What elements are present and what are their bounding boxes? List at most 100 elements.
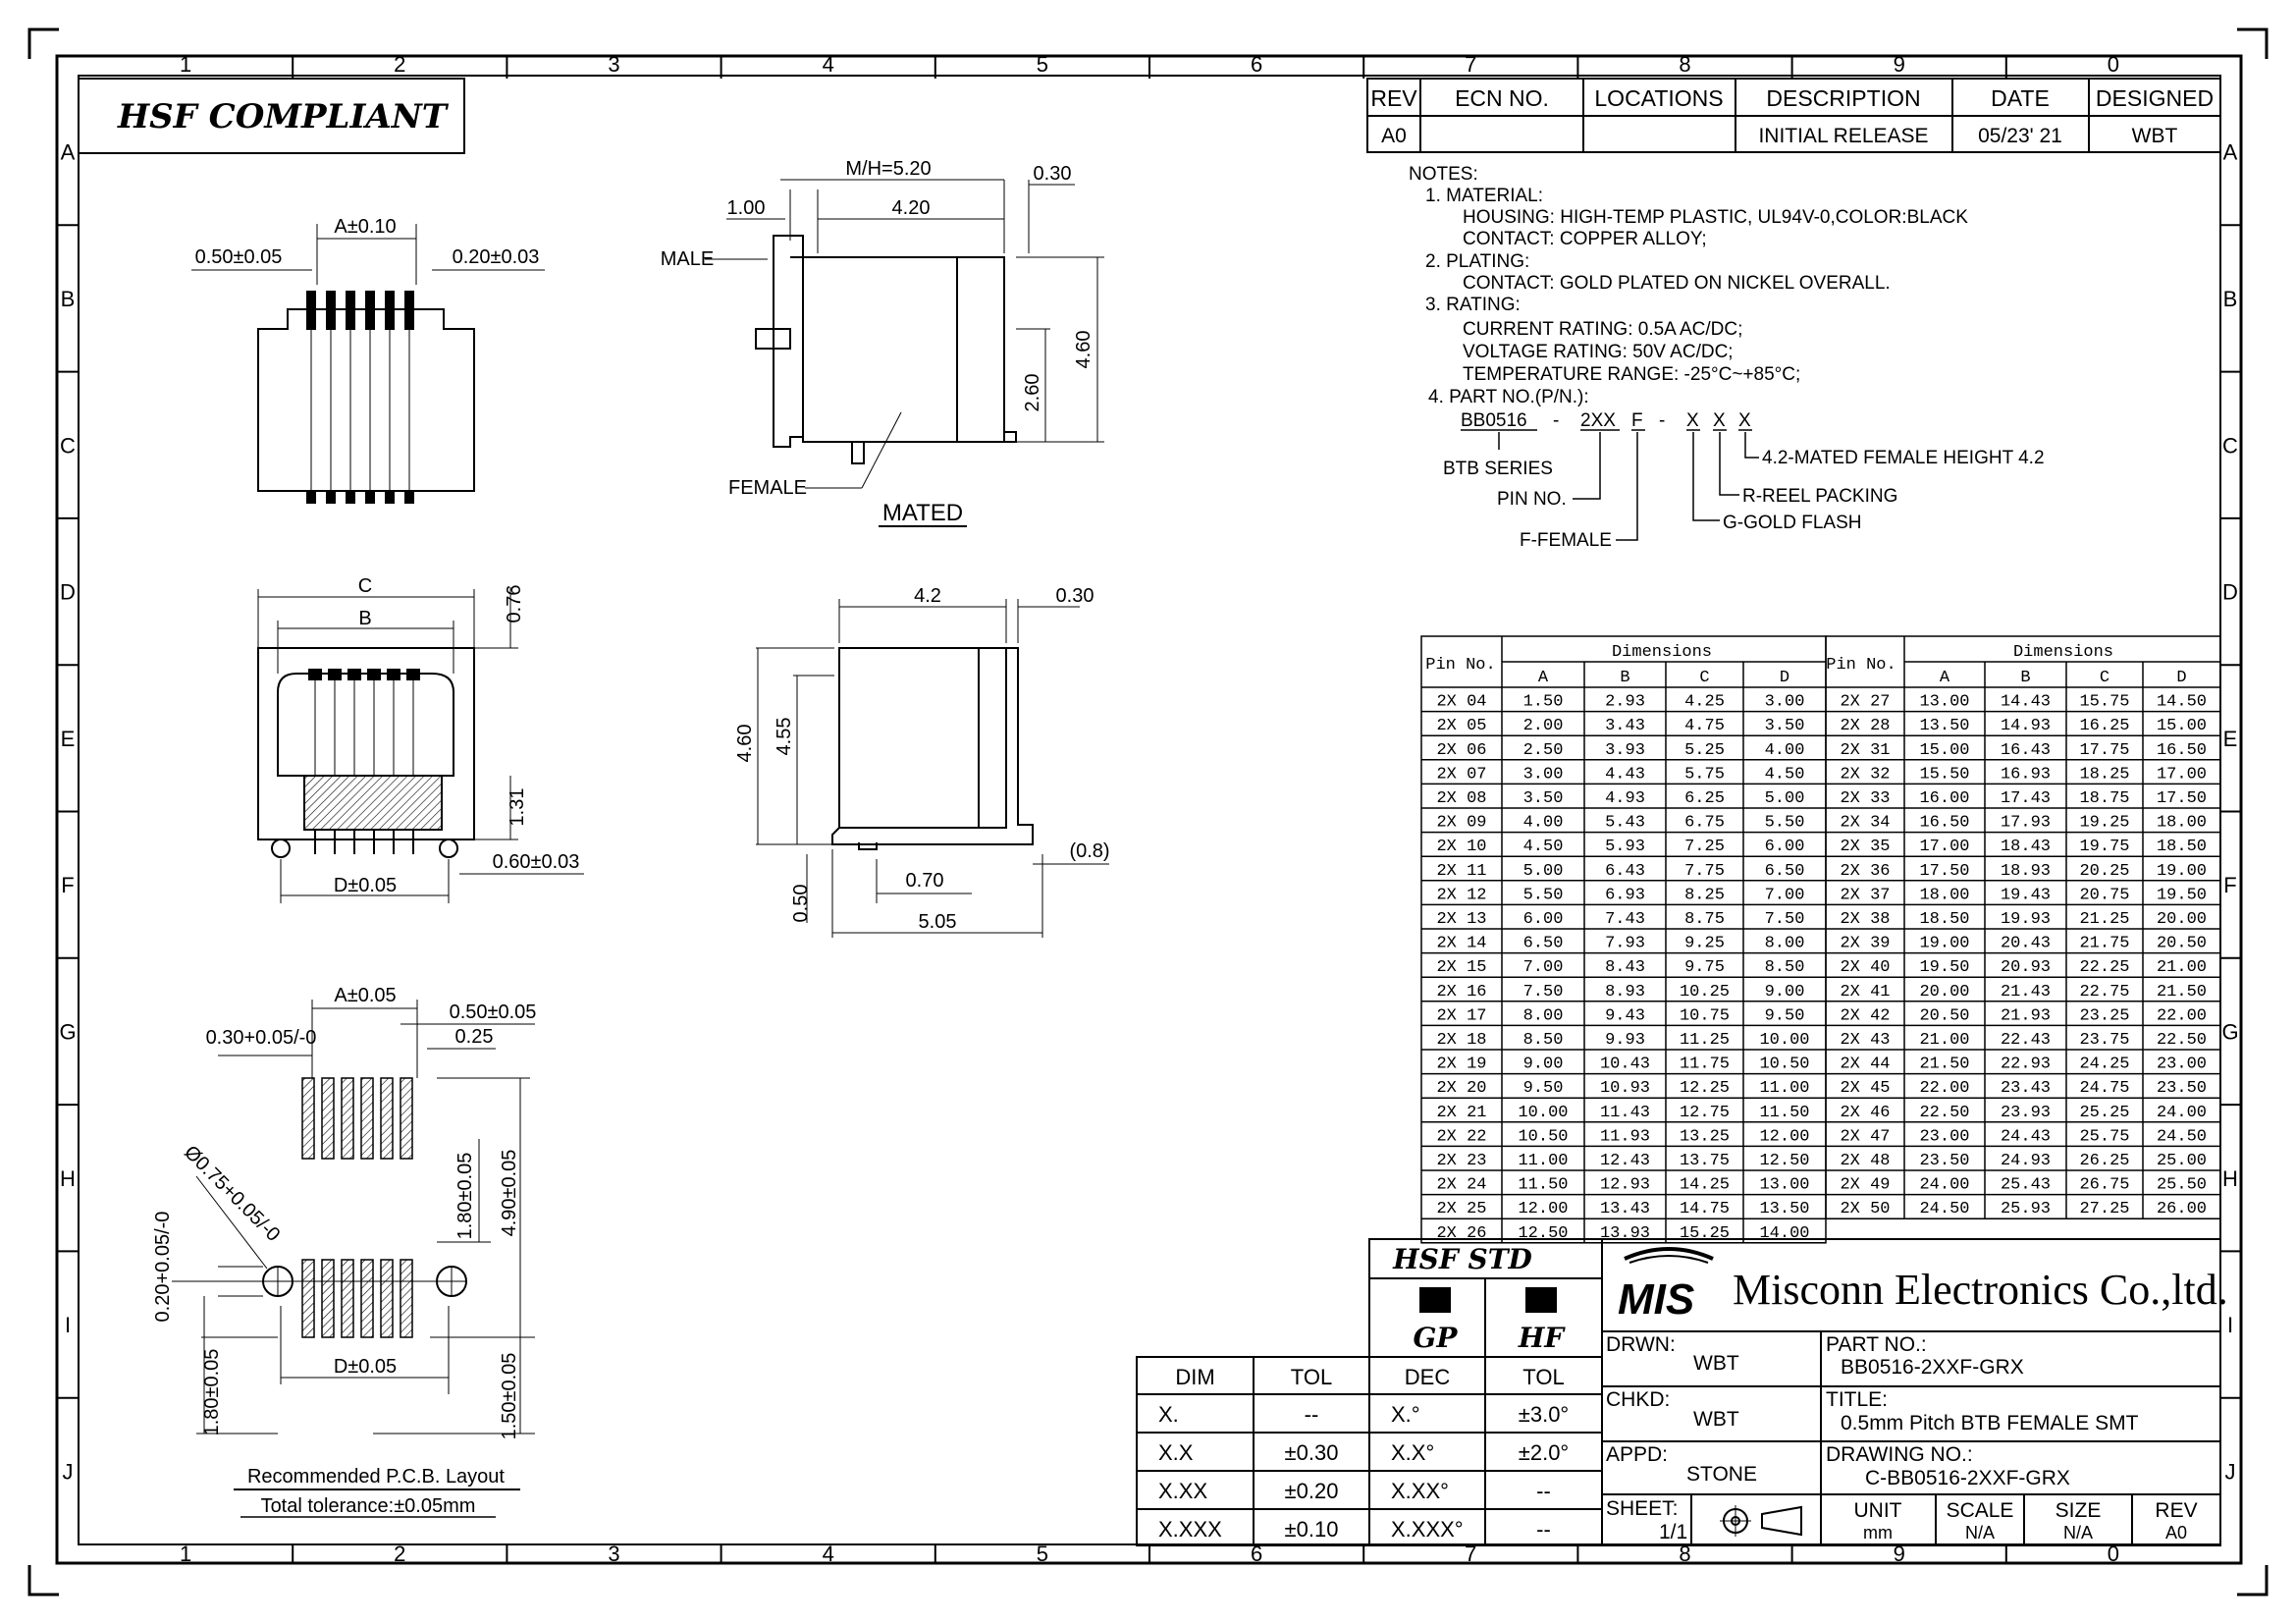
company-name: Misconn Electronics Co.,ltd. [1733,1266,2228,1314]
dim-value-cell: 19.75 [2079,838,2129,856]
dim-value-cell: 12.00 [1518,1200,1568,1218]
dim-pin-cell: 2X 34 [1840,814,1890,833]
pcb-dim-030: 0.30+0.05/-0 [206,1027,317,1049]
rev-header-date: DATE [1991,85,2050,111]
pcb-pad [301,1259,315,1338]
dim-value-cell: 6.50 [1523,935,1564,953]
zone-row-label: G [59,1019,76,1044]
dim-value-cell: 26.75 [2079,1176,2129,1195]
dim-value-cell: 22.00 [1919,1079,1969,1098]
pcb-layout-dims: A±0.05 0.30+0.05/-0 0.50±0.05 0.25 4.90±… [152,985,536,1518]
contact-pin [328,669,342,680]
pcb-pad [380,1259,394,1338]
title-block [1601,1238,2221,1546]
pcb-dim-020: 0.20+0.05/-0 [152,1212,174,1323]
dim-value-cell: 6.50 [1765,862,1805,881]
rev-row-date: 05/23' 21 [1978,125,2062,147]
pcb-pad [341,1077,354,1160]
zone-col-label: 3 [608,1542,619,1566]
dim-value-cell: 20.00 [1919,983,1969,1001]
dim-value-cell: 13.75 [1680,1152,1730,1170]
size-value: N/A [2063,1523,2093,1543]
dim-value-cell: 19.93 [2001,910,2051,929]
contact-pin [306,291,316,330]
sheet-value: 1/1 [1659,1521,1687,1543]
dim-value-cell: 11.50 [1518,1176,1568,1195]
dim-value-cell: 18.93 [2001,862,2051,881]
top-dim-width: 0.20±0.03 [453,246,540,268]
dim-value-cell: 13.00 [1759,1176,1809,1195]
dim-pin-cell: 2X 42 [1840,1006,1890,1025]
logo-mark: MIS [1618,1275,1694,1324]
dim-value-cell: 3.93 [1605,741,1645,760]
contact-pin [367,669,381,680]
dim-value-cell: 18.00 [1919,886,1969,904]
dim-value-cell: 9.00 [1765,983,1805,1001]
dim-right-pin-header: Pin No. [1826,656,1896,675]
note-contact: CONTACT: COPPER ALLOY; [1463,229,1707,249]
top-view-dims: A±0.10 0.50±0.05 0.20±0.03 [195,216,540,268]
dim-value-cell: 4.43 [1605,765,1645,784]
unit-value: mm [1863,1523,1893,1543]
pcb-tolerance: Total tolerance:±0.05mm [261,1495,476,1517]
dim-value-cell: 7.93 [1605,935,1645,953]
dim-value-cell: 20.50 [2157,935,2207,953]
zone-col-label: 8 [1679,1542,1690,1566]
note-housing: HOUSING: HIGH-TEMP PLASTIC, UL94V-0,COLO… [1463,207,1968,228]
contact-pin [346,291,355,330]
dim-pin-cell: 2X 09 [1436,814,1486,833]
dim-value-cell: 5.00 [1765,789,1805,808]
rev-label: REV [2155,1499,2197,1522]
dim-value-cell: 10.93 [1600,1079,1650,1098]
legend-reel: R-REEL PACKING [1742,486,1897,507]
dim-pin-cell: 2X 50 [1840,1200,1890,1218]
dim-value-cell: 18.50 [1919,910,1969,929]
chkd-value: WBT [1693,1408,1739,1431]
pcb-layout [172,1000,535,1435]
dim-value-cell: 11.00 [1518,1152,1568,1170]
zone-row-label: I [65,1313,71,1337]
dim-pin-cell: 2X 41 [1840,983,1890,1001]
dim-value-cell: 12.43 [1600,1152,1650,1170]
dim-value-cell: 24.50 [1919,1200,1969,1218]
front-view-dims: C B 0.76 1.31 0.60±0.03 D±0.05 [334,575,580,896]
dim-value-cell: 24.93 [2001,1152,2051,1170]
tol-header: TOL [1291,1365,1332,1389]
dim-value-cell: 4.75 [1684,717,1725,735]
mated-label-male: MALE [661,248,714,270]
compliance-box: HSF COMPLIANT [78,78,465,154]
pcb-pad [321,1077,335,1160]
dim-value-cell: 9.93 [1605,1031,1645,1050]
dim-value-cell: 9.50 [1523,1079,1564,1098]
contact-pin [404,490,414,504]
dim-value-cell: 3.50 [1523,789,1564,808]
side-dim-050: 0.50 [790,885,812,923]
revision-table: REV ECN NO. LOCATIONS DESCRIPTION DATE D… [1366,78,2221,153]
chkd-label: CHKD: [1606,1388,1670,1411]
dim-value-cell: 10.00 [1518,1104,1568,1122]
dim-value-cell: 17.00 [1919,838,1969,856]
tol-cell: ±0.30 [1285,1440,1339,1465]
dim-value-cell: 5.25 [1684,741,1725,760]
dim-value-cell: 7.50 [1765,910,1805,929]
zone-col-label: 2 [394,1542,405,1566]
dim-value-cell: 12.93 [1600,1176,1650,1195]
dim-value-cell: 5.43 [1605,814,1645,833]
dim-pin-cell: 2X 23 [1436,1152,1486,1170]
pcb-dim-180a: 1.80±0.05 [454,1153,476,1240]
front-dim-131: 1.31 [507,788,528,827]
tol-cell: -- [1536,1517,1551,1542]
tol-cell: ±0.10 [1285,1517,1339,1542]
dim-value-cell: 12.75 [1680,1104,1730,1122]
dim-col-header: B [2020,669,2030,687]
pcb-dim-a: A±0.05 [334,985,396,1006]
part-code-pins: 2XX [1580,410,1616,431]
front-dim-c: C [358,575,372,597]
dim-value-cell: 6.00 [1523,910,1564,929]
contact-pin [385,291,395,330]
rev-row-rev: A0 [1381,125,1407,147]
tol-cell: X.° [1391,1402,1420,1427]
part-no-value: BB0516-2XXF-GRX [1841,1356,2024,1379]
dim-pin-cell: 2X 13 [1436,910,1486,929]
